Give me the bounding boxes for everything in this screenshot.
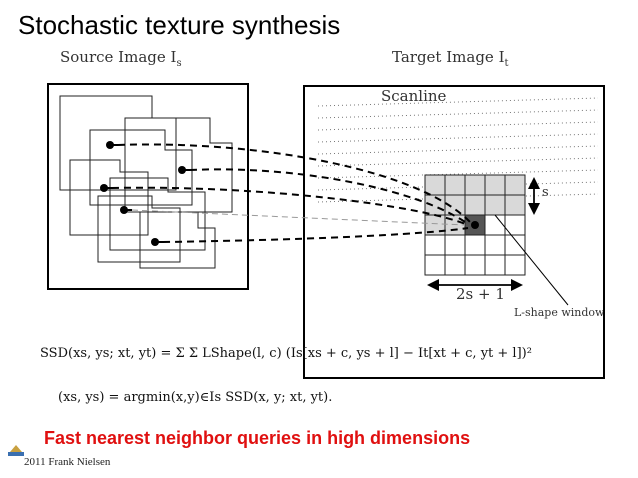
footer-credit: 2011 Frank Nielsen [24,456,111,468]
best-match-line [131,209,466,226]
patch-size-label: s [542,185,549,200]
l-shape-window-label: L-shape window [514,306,605,319]
source-patch-outlines [59,95,233,269]
logo-icon [8,445,24,456]
correspondence-curves [111,143,471,243]
target-image-frame [303,85,605,379]
window-grid [424,174,526,276]
dimension-arrows [427,177,569,306]
window-width-label: 2s + 1 [456,285,505,303]
target-image-label: Target Image It [392,48,509,69]
tagline: Fast nearest neighbor queries in high di… [44,428,471,448]
source-image-frame [47,83,249,290]
argmin-formula: (xs, ys) = argmin(x,y)∈Is SSD(x, y; xt, … [58,390,333,405]
scanline-label: Scanline [381,87,447,105]
texture-synthesis-diagram [47,83,605,379]
slide-title: Stochastic texture synthesis [18,10,341,40]
source-candidate-points [100,141,186,246]
ssd-formula: SSD(xs, ys; xt, yt) = Σ Σ LShape(l, c) (… [40,346,532,361]
source-image-label: Source Image Is [60,48,182,69]
